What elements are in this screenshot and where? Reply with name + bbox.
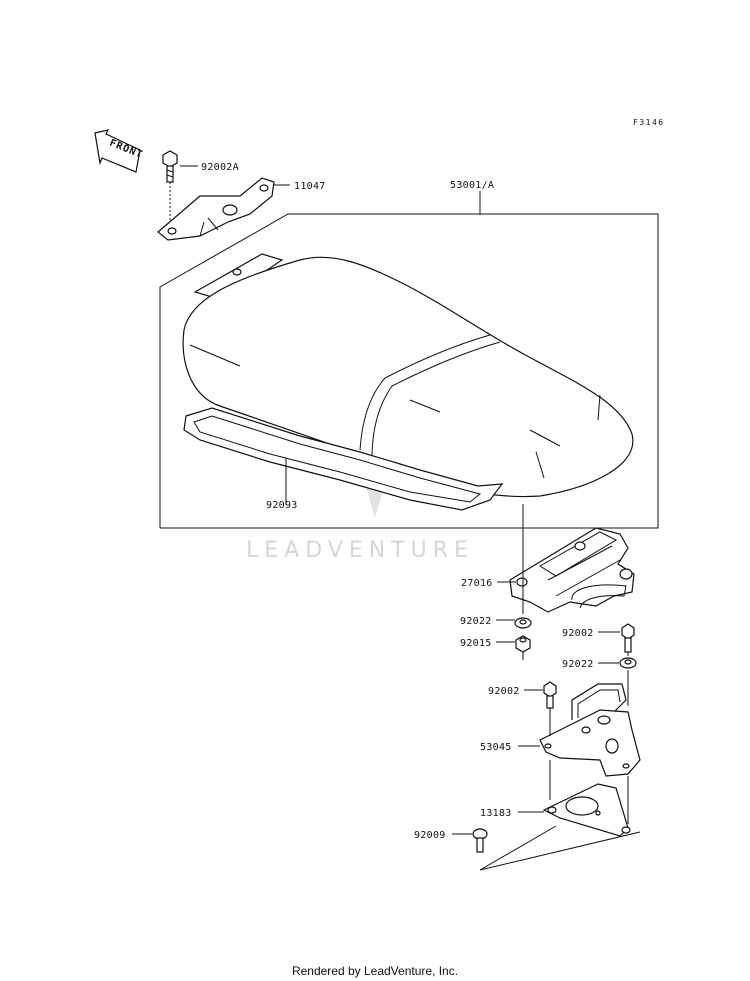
bracket-53045[interactable] [539,683,641,777]
washer-92022-upper[interactable] [514,617,532,629]
assembly-guide-lines [479,504,641,871]
label-27016: 27016 [461,578,493,589]
label-53045: 53045 [480,742,512,753]
seal-92093[interactable] [183,407,504,511]
watermark-logo: LEADVENTURE [246,428,474,563]
label-92022-lower: 92022 [562,659,594,670]
bolt-92002-right[interactable] [621,623,635,653]
nut-92015[interactable] [515,635,531,653]
screw-92009[interactable] [472,828,488,853]
watermark-text: LEADVENTURE [246,538,474,563]
label-92002a: 92002A [201,162,239,173]
label-92093: 92093 [266,500,298,511]
label-92002-right: 92002 [562,628,594,639]
front-arrow-icon: FRONT [94,129,144,173]
label-92022-upper: 92022 [460,616,492,627]
label-13183: 13183 [480,808,512,819]
label-11047: 11047 [294,181,326,192]
bolt-92002-left[interactable] [543,681,557,709]
label-92002-left: 92002 [488,686,520,697]
plate-13183[interactable] [542,783,631,837]
footer-credit: Rendered by LeadVenture, Inc. [291,964,459,978]
label-92015: 92015 [460,638,492,649]
hinge-27016[interactable] [509,527,635,613]
label-92009: 92009 [414,830,446,841]
label-53001a: 53001/A [450,180,494,191]
seat-53001a[interactable] [182,253,634,498]
seat-assembly-frame [159,213,659,529]
figure-id: F3146 [633,118,665,127]
bracket-11047[interactable] [157,177,275,241]
bolt-92002a[interactable] [162,150,178,222]
washer-92022-lower[interactable] [619,657,637,669]
callout-leaders [180,165,620,835]
